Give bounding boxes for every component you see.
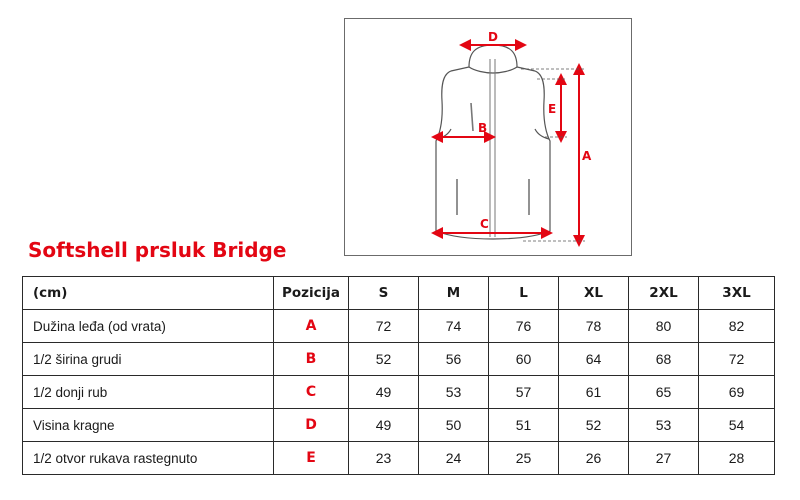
vest-zipper <box>489 59 496 237</box>
header-unit: (cm) <box>22 276 274 310</box>
measure-guides <box>521 68 585 242</box>
table-row: 1/2 donji rub C 49 53 57 61 65 69 <box>22 375 775 409</box>
cell-value: 23 <box>348 441 419 475</box>
table-header-row: (cm) Pozicija S M L XL 2XL 3XL <box>22 276 775 310</box>
cell-value: 53 <box>628 408 699 442</box>
cell-value: 68 <box>628 342 699 376</box>
header-size-s: S <box>348 276 419 310</box>
cell-value: 76 <box>488 309 559 343</box>
cell-value: 52 <box>558 408 629 442</box>
cell-value: 72 <box>348 309 419 343</box>
cell-value: 52 <box>348 342 419 376</box>
vest-pockets <box>456 102 530 215</box>
cell-value: 53 <box>418 375 489 409</box>
page-title: Softshell prsluk Bridge <box>28 238 287 262</box>
cell-value: 56 <box>418 342 489 376</box>
cell-value: 74 <box>418 309 489 343</box>
header-position: Pozicija <box>273 276 349 310</box>
size-chart-table: (cm) Pozicija S M L XL 2XL 3XL Dužina le… <box>22 276 775 475</box>
row-position: E <box>273 441 349 475</box>
cell-value: 28 <box>698 441 775 475</box>
vest-diagram: D B C E A <box>344 18 632 256</box>
vest-outline <box>435 44 551 240</box>
row-label: 1/2 otvor rukava rastegnuto <box>22 441 274 475</box>
cell-value: 64 <box>558 342 629 376</box>
row-label: Dužina leđa (od vrata) <box>22 309 274 343</box>
cell-value: 24 <box>418 441 489 475</box>
cell-value: 78 <box>558 309 629 343</box>
cell-value: 50 <box>418 408 489 442</box>
table-row: 1/2 otvor rukava rastegnuto E 23 24 25 2… <box>22 441 775 475</box>
cell-value: 25 <box>488 441 559 475</box>
table-row: Dužina leđa (od vrata) A 72 74 76 78 80 … <box>22 309 775 343</box>
cell-value: 49 <box>348 375 419 409</box>
measure-label-b: B <box>478 121 487 135</box>
cell-value: 69 <box>698 375 775 409</box>
table-row: 1/2 širina grudi B 52 56 60 64 68 72 <box>22 342 775 376</box>
row-position: C <box>273 375 349 409</box>
header-size-xl: XL <box>558 276 629 310</box>
row-position: B <box>273 342 349 376</box>
row-label: 1/2 donji rub <box>22 375 274 409</box>
cell-value: 51 <box>488 408 559 442</box>
cell-value: 60 <box>488 342 559 376</box>
row-label: 1/2 širina grudi <box>22 342 274 376</box>
measure-label-d: D <box>488 30 498 44</box>
vest-illustration: D B C E A <box>431 30 592 247</box>
row-position: D <box>273 408 349 442</box>
cell-value: 82 <box>698 309 775 343</box>
cell-value: 80 <box>628 309 699 343</box>
cell-value: 49 <box>348 408 419 442</box>
cell-value: 57 <box>488 375 559 409</box>
cell-value: 61 <box>558 375 629 409</box>
header-size-3xl: 3XL <box>698 276 775 310</box>
cell-value: 54 <box>698 408 775 442</box>
measure-label-e: E <box>548 102 556 116</box>
header-size-m: M <box>418 276 489 310</box>
row-label: Visina kragne <box>22 408 274 442</box>
header-size-2xl: 2XL <box>628 276 699 310</box>
cell-value: 65 <box>628 375 699 409</box>
measure-label-c: C <box>480 217 489 231</box>
measure-lines <box>431 39 585 247</box>
table-row: Visina kragne D 49 50 51 52 53 54 <box>22 408 775 442</box>
cell-value: 26 <box>558 441 629 475</box>
cell-value: 72 <box>698 342 775 376</box>
header-size-l: L <box>488 276 559 310</box>
row-position: A <box>273 309 349 343</box>
cell-value: 27 <box>628 441 699 475</box>
measure-label-a: A <box>582 149 592 163</box>
